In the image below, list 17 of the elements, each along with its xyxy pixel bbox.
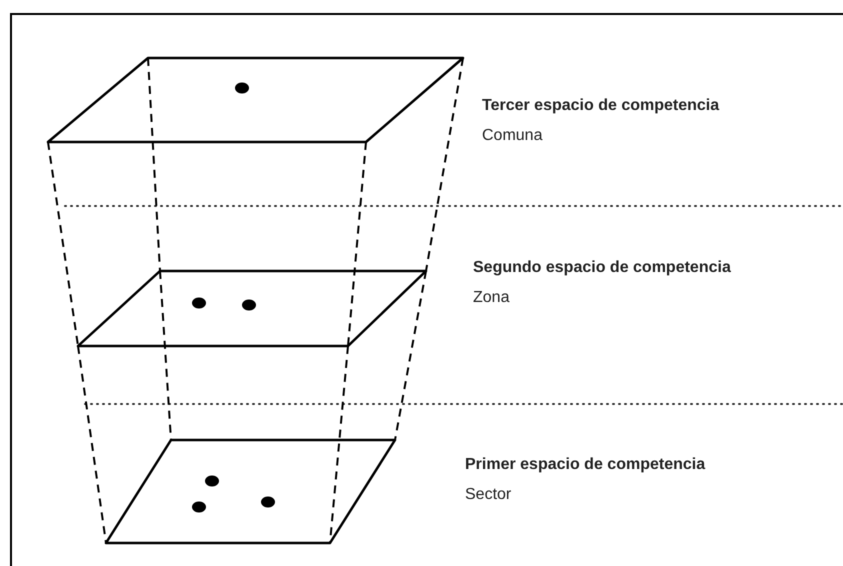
dashed-line <box>147 58 161 272</box>
level-name: Sector <box>465 485 512 505</box>
level-heading: Tercer espacio de competencia <box>482 96 720 116</box>
dashed-line <box>159 270 172 440</box>
level-heading: Segundo espacio de competencia <box>473 258 731 278</box>
dashed-line <box>394 270 427 440</box>
dashed-line <box>329 346 349 544</box>
level-name: Zona <box>473 288 510 308</box>
level-name: Comuna <box>482 126 544 146</box>
dashed-line <box>347 142 367 346</box>
dashed-line <box>47 142 79 346</box>
plane <box>104 438 397 545</box>
dashed-line <box>77 346 107 544</box>
level-heading: Primer espacio de competencia <box>465 455 706 475</box>
plane <box>76 269 428 348</box>
plane <box>46 56 465 144</box>
dashed-line <box>425 58 464 272</box>
